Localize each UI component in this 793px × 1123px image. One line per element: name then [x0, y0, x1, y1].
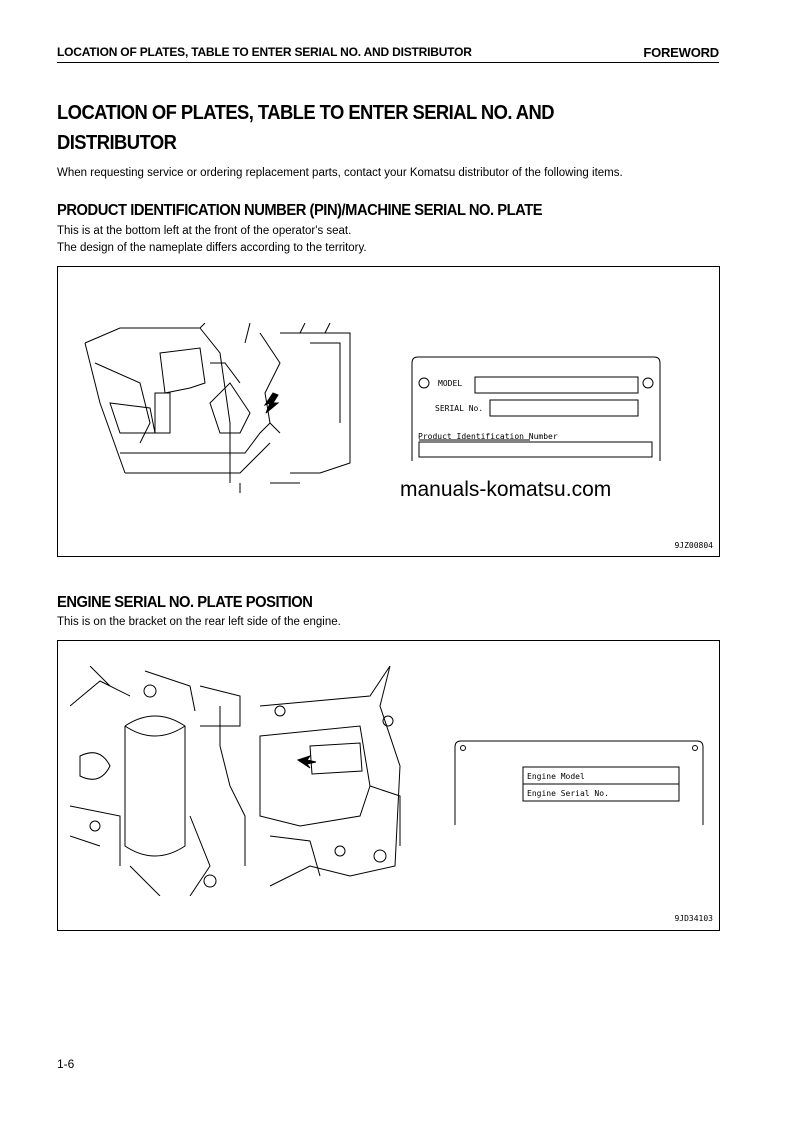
watermark: manuals-komatsu.com [400, 478, 612, 501]
plate-label-engine-serial: Engine Serial No. [527, 789, 609, 798]
figure-code: 9JD34103 [674, 914, 713, 923]
page-title-line1: LOCATION OF PLATES, TABLE TO ENTER SERIA… [57, 102, 555, 124]
section1-text1: This is at the bottom left at the front … [57, 225, 352, 237]
engine-illustration [70, 666, 401, 896]
section1-heading: PRODUCT IDENTIFICATION NUMBER (PIN)/MACH… [57, 202, 543, 219]
section2-text1: This is on the bracket on the rear left … [57, 616, 341, 628]
intro-text: When requesting service or ordering repl… [57, 167, 623, 179]
figure-engine-plate: Engine Model Engine Serial No. 9JD34103 [57, 640, 720, 931]
running-header-section: FOREWORD [643, 45, 719, 60]
plate-label-model: MODEL [438, 379, 463, 388]
engine-plate-drawing [454, 740, 704, 825]
page-title-line2: DISTRIBUTOR [57, 132, 177, 154]
figure-pin-plate: MODEL SERIAL No. Product Identification … [57, 266, 720, 557]
section1-text2: The design of the nameplate differs acco… [57, 242, 367, 254]
section2-heading: ENGINE SERIAL NO. PLATE POSITION [57, 594, 313, 611]
running-header-title: LOCATION OF PLATES, TABLE TO ENTER SERIA… [57, 45, 472, 59]
plate-label-engine-model: Engine Model [527, 772, 585, 781]
operator-seat-illustration [84, 323, 351, 493]
page-number: 1-6 [57, 1057, 75, 1071]
plate-label-pin: Product Identification Number [418, 432, 558, 441]
header-divider [57, 62, 719, 63]
pin-plate-drawing [411, 356, 661, 461]
figure-code: 9JZ00804 [674, 541, 713, 550]
plate-label-serial: SERIAL No. [435, 404, 484, 413]
